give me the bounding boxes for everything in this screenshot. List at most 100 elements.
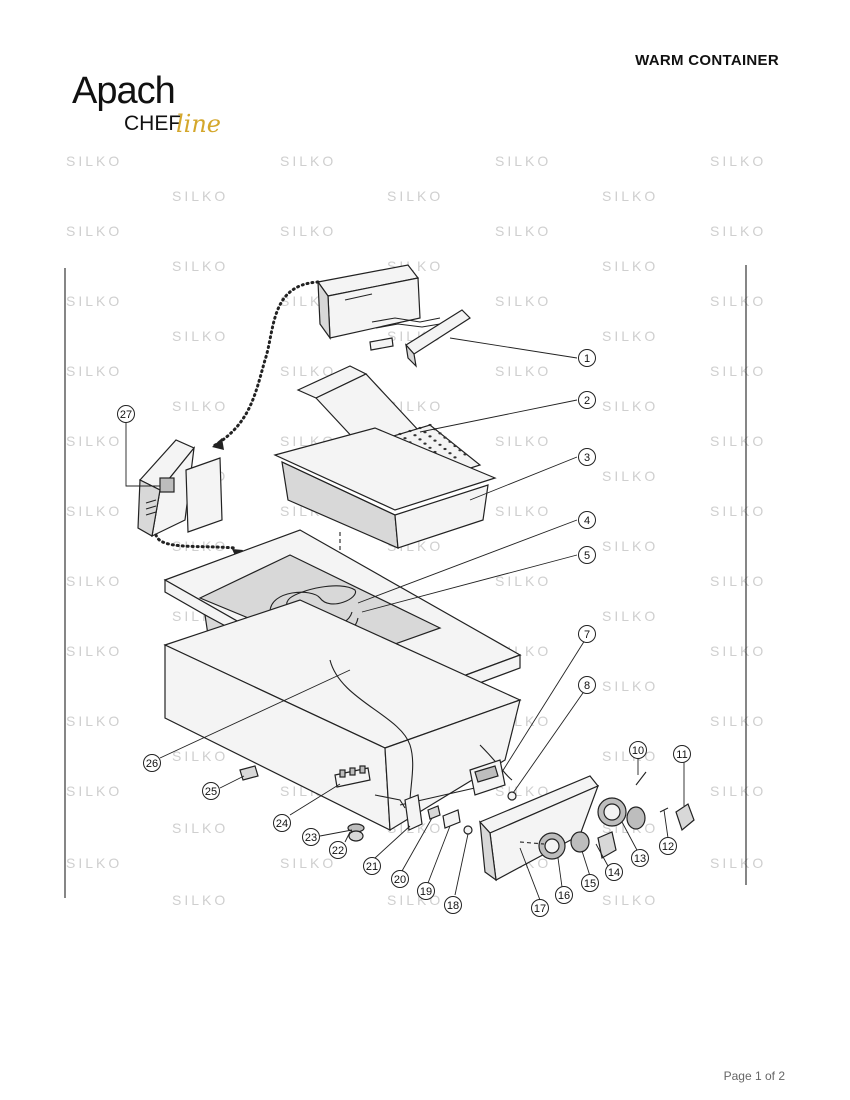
- callout-3: 3: [578, 448, 596, 466]
- watermark-text: SILKO: [602, 892, 658, 908]
- watermark-text: SILKO: [66, 223, 122, 239]
- callout-bubble: [578, 546, 596, 564]
- watermark-text: SILKO: [172, 398, 228, 414]
- callout-14: 14: [605, 863, 623, 881]
- watermark-text: SILKO: [710, 433, 766, 449]
- part-knob-assembly-upper: [597, 771, 695, 832]
- watermark-text: SILKO: [66, 713, 122, 729]
- callout-number: 25: [205, 786, 217, 798]
- callout-number: 19: [420, 886, 432, 898]
- watermark-text: SILKO: [710, 153, 766, 169]
- callout-number: 16: [558, 890, 570, 902]
- perforation-hole: [418, 438, 422, 441]
- callout-leaders: [125, 337, 685, 901]
- part-foot-22-23: [347, 823, 365, 842]
- callout-10: 10: [629, 741, 647, 759]
- perforation-hole: [418, 426, 422, 430]
- watermark-text: SILKO: [710, 503, 766, 519]
- watermark-text: SILKO: [602, 538, 658, 554]
- watermark-text: SILKO: [495, 503, 551, 519]
- perforation-hole: [448, 452, 452, 455]
- callout-number: 10: [632, 745, 644, 757]
- callout-bubble: [578, 448, 596, 466]
- callout-4: 4: [578, 511, 596, 529]
- watermark-text: SILKO: [280, 153, 336, 169]
- watermark-text: SILKO: [710, 783, 766, 799]
- callout-20: 20: [391, 870, 409, 888]
- perforation-hole: [423, 431, 427, 434]
- watermark-text: SILKO: [172, 258, 228, 274]
- callout-bubble: [555, 886, 573, 904]
- part-terminal-19: [442, 809, 461, 829]
- callout-bubble: [417, 882, 435, 900]
- watermark-text: SILKO: [710, 293, 766, 309]
- callout-7: 7: [578, 625, 596, 643]
- callout-bubble: [659, 837, 677, 855]
- watermark-text: SILKO: [280, 363, 336, 379]
- callout-bubble: [444, 896, 462, 914]
- watermark-text: SILKO: [172, 328, 228, 344]
- brand-logo-sub: CHEF: [124, 112, 182, 135]
- perforation-hole: [438, 443, 442, 446]
- callout-26: 26: [143, 754, 161, 772]
- watermark-text: SILKO: [602, 188, 658, 204]
- perforation-hole: [428, 435, 432, 438]
- callout-bubble: [578, 676, 596, 694]
- callout-15: 15: [581, 874, 599, 892]
- callout-bubble: [629, 741, 647, 759]
- callout-bubble: [578, 391, 596, 409]
- callout-number: 27: [120, 409, 132, 421]
- watermark-text: SILKO: [602, 398, 658, 414]
- part-control-box: [137, 439, 223, 538]
- watermark-text: SILKO: [66, 783, 122, 799]
- callout-bubble: [143, 754, 161, 772]
- watermark-text: SILKO: [602, 468, 658, 484]
- callout-bubble: [605, 863, 623, 881]
- callout-19: 19: [417, 882, 435, 900]
- part-terminal-block-24: [334, 765, 371, 788]
- watermark-text: SILKO: [66, 503, 122, 519]
- callout-11: 11: [673, 745, 691, 763]
- watermark-text: SILKO: [172, 892, 228, 908]
- brand-logo: Apach CHEF line: [72, 70, 232, 140]
- callout-number: 1: [584, 353, 590, 365]
- watermark-text: SILKO: [495, 363, 551, 379]
- perforation-hole: [433, 439, 437, 442]
- callout-23: 23: [302, 828, 320, 846]
- watermark-text: SILKO: [602, 328, 658, 344]
- watermark-text: SILKO: [280, 855, 336, 871]
- assembly-path-box: [154, 533, 237, 550]
- watermark-text: SILKO: [495, 433, 551, 449]
- watermark-text: SILKO: [710, 573, 766, 589]
- callout-number: 12: [662, 841, 674, 853]
- callout-16: 16: [555, 886, 573, 904]
- callout-number: 17: [534, 903, 546, 915]
- callout-bubble: [391, 870, 409, 888]
- callout-1: 1: [578, 349, 596, 367]
- watermark-text: SILKO: [710, 223, 766, 239]
- callout-number: 20: [394, 874, 406, 886]
- watermark-text: SILKO: [66, 293, 122, 309]
- callout-22: 22: [329, 841, 347, 859]
- callout-number: 8: [584, 680, 590, 692]
- watermark-text: SILKO: [602, 608, 658, 624]
- part-cable-clamp-25: [239, 765, 259, 781]
- callout-number: 18: [447, 900, 459, 912]
- callout-number: 26: [146, 758, 158, 770]
- callout-bubble: [578, 511, 596, 529]
- callout-5: 5: [578, 546, 596, 564]
- callout-number: 2: [584, 395, 590, 407]
- assembly-path-cover: [210, 280, 320, 449]
- callout-bubble: [202, 782, 220, 800]
- callout-number: 22: [332, 845, 344, 857]
- callout-17: 17: [531, 899, 549, 917]
- callout-number: 24: [276, 818, 288, 830]
- perforation-hole: [408, 429, 412, 433]
- perforation-hole: [428, 446, 432, 449]
- watermark-text: SILKO: [66, 153, 122, 169]
- perforation-hole: [423, 442, 427, 445]
- part-thermostat: [404, 794, 423, 831]
- watermark-text: SILKO: [710, 855, 766, 871]
